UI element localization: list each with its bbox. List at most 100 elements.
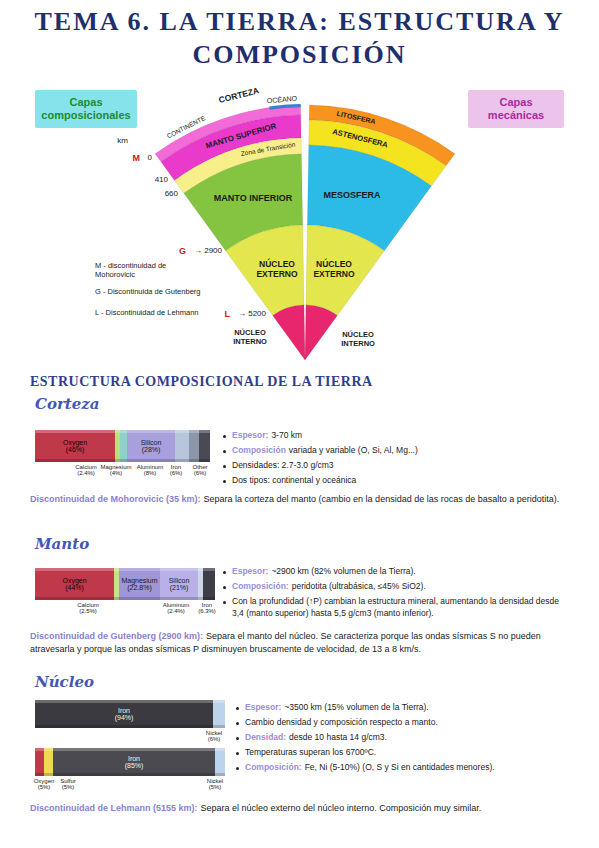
element-bar-segment: Oxygen (44%) (35, 568, 114, 600)
element-bar-segment: Iron (6%) (189, 430, 199, 462)
element-bar-segment: Sulfur (5%) (44, 748, 53, 776)
keyword: Discontinuidad de Gutenberg (2900 km): (30, 631, 203, 641)
box-label: Capas composicionales (38, 96, 134, 122)
layer-label: NÚCLEO EXTERNO (251, 260, 303, 280)
depth-value: → 5200 (238, 309, 266, 318)
element-bar-segment: Magnesium (22.8%) (119, 568, 160, 600)
keyword: Composición: (245, 762, 302, 772)
layer-band: NÚCLEO EXTERNO (308, 260, 360, 280)
bullet-item: Composición:Fe, Ni (5-10%) (O, S y Si en… (245, 762, 567, 774)
keyword: Espesor: (232, 430, 268, 440)
bullet-item: Espesor:3-70 km (232, 430, 562, 442)
bullet-dot (223, 435, 226, 438)
keyword: Espesor: (245, 702, 281, 712)
element-bar-segment: Iron (6.3%) (203, 568, 215, 600)
bullet-dot (223, 571, 226, 574)
bullet-dot (236, 752, 239, 755)
element-label: Oxygen (46%) (63, 439, 87, 454)
box-label: Capas mecánicas (471, 96, 561, 122)
discontinuity-letter: M (133, 153, 141, 163)
page-title: TEMA 6. LA TIERRA: ESTRUCTURA Y COMPOSIC… (14, 6, 585, 71)
bullet-item: Densidades: 2.7-3.0 g/cm3 (232, 460, 562, 472)
bullet-item: Espesor:~3500 km (15% volumen de la Tier… (245, 702, 567, 714)
bullet-dot (223, 465, 226, 468)
depth-unit: km (117, 136, 128, 145)
layer-band: NÚCLEO INTERNO (225, 329, 275, 346)
element-label: Oxygen (5%) (34, 778, 55, 791)
earth-layer-band (306, 225, 384, 315)
element-bar-segment: Oxygen (46%) (35, 430, 115, 462)
discontinuity-letter: G (179, 246, 186, 256)
earth-layer-band (226, 225, 304, 315)
keyword: Densidad: (245, 732, 286, 742)
bullet-dot (236, 737, 239, 740)
body-text: Densidades: 2.7-3.0 g/cm3 (232, 460, 334, 470)
region-label: OCÉANO (267, 95, 298, 106)
body-text: ~2900 km (82% volumen de la Tierra). (271, 566, 415, 576)
element-bar-segment: Silicon (21%) (160, 568, 198, 600)
bullet-dot (236, 707, 239, 710)
element-label: Other (6%) (192, 464, 207, 477)
layer-band: NÚCLEO INTERNO (333, 331, 383, 348)
bullet-item: Cambio densidad y composición respecto a… (245, 717, 567, 729)
layer-type-box: Capas composicionales (35, 90, 137, 128)
element-bar-segment: Oxygen (5%) (35, 748, 44, 776)
element-bar-segment: Iron (85%) (53, 748, 215, 776)
body-text: Separa el núcleo externo del núcleo inte… (201, 803, 482, 813)
subsection-heading: Núcleo (35, 673, 94, 691)
element-bar-segment: Nickel (6%) (213, 700, 225, 728)
bullet-dot (236, 722, 239, 725)
bullet-item: Dos tipos: continental y oceánica (232, 475, 562, 487)
sub: Manto (35, 534, 235, 555)
body-text: Dos tipos: continental y oceánica (232, 475, 356, 485)
subsection-heading: Manto (35, 535, 89, 553)
element-bar-segment: Magnesium (4%) (120, 430, 127, 462)
element-label: Iron (6.3%) (198, 602, 216, 615)
para: Discontinuidad de Mohorovicic (35 km):Se… (30, 493, 570, 506)
element-label: Aluminum (8%) (137, 464, 164, 477)
layer-label: NÚCLEO INTERNO (225, 329, 275, 346)
sub: Corteza (35, 394, 235, 415)
element-label: Nickel (5%) (207, 778, 223, 791)
element-label: Magnesium (22.8%) (121, 577, 157, 592)
body-text: 3-70 km (271, 430, 302, 440)
layer-label: NÚCLEO INTERNO (333, 331, 383, 348)
earth-layer-band (273, 305, 305, 360)
subsection-heading: Corteza (35, 395, 100, 413)
layer-type-box: Capas mecánicas (468, 90, 564, 128)
keyword: Discontinuidad de Lehmann (5155 km): (30, 803, 198, 813)
keyword: Composición: (232, 581, 289, 591)
element-bar-segment: Iron (94%) (35, 700, 213, 728)
layer-label: MESOSFERA (323, 190, 380, 200)
element-label: Magnesium (4%) (100, 464, 131, 477)
bullet-item: Espesor:~2900 km (82% volumen de la Tier… (232, 566, 570, 578)
element-label: Oxygen (44%) (62, 577, 86, 592)
body-text: Separa la corteza del manto (cambio en l… (204, 494, 560, 504)
element-label: Iron (6%) (170, 464, 183, 477)
element-label: Silicon (21%) (169, 577, 190, 592)
element-label: Calcium (2.4%) (75, 464, 97, 477)
discontinuity-letter: L (225, 309, 231, 319)
element-label: Iron (94%) (115, 707, 134, 722)
sub: Núcleo (35, 672, 235, 693)
layer-band: MESOSFERA (323, 190, 380, 200)
body-text: peridotita (ultrabásica, ≤45% SiO2). (292, 581, 426, 591)
layer-label: CORTEZA (218, 86, 260, 105)
body-text: variada y variable (O, Si, Al, Mg...) (289, 445, 418, 455)
layer-label: NÚCLEO EXTERNO (308, 260, 360, 280)
element-label: Aluminum (2.4%) (163, 602, 190, 615)
bullet-dot (236, 767, 239, 770)
element-label: Silicon (28%) (141, 439, 162, 454)
body-text: ~3500 km (15% volumen de la Tierra). (284, 702, 428, 712)
body-text: Fe, Ni (5-10%) (O, S y Si en cantidades … (305, 762, 495, 772)
section-heading: ESTRUCTURA COMPOSICIONAL DE LA TIERRA (30, 374, 373, 389)
bullet-dot (223, 480, 226, 483)
earth-layer-band (269, 104, 300, 109)
body-text: Con la profundidad (↑P) cambian la estru… (232, 596, 559, 618)
bullet-item: Composición:peridotita (ultrabásica, ≤45… (232, 581, 570, 593)
keyword: Espesor: (232, 566, 268, 576)
legend-note: L - Discontinuidad de Lehmann (95, 309, 207, 318)
layer-band: NÚCLEO EXTERNO (251, 260, 303, 280)
bullet-dot (223, 586, 226, 589)
